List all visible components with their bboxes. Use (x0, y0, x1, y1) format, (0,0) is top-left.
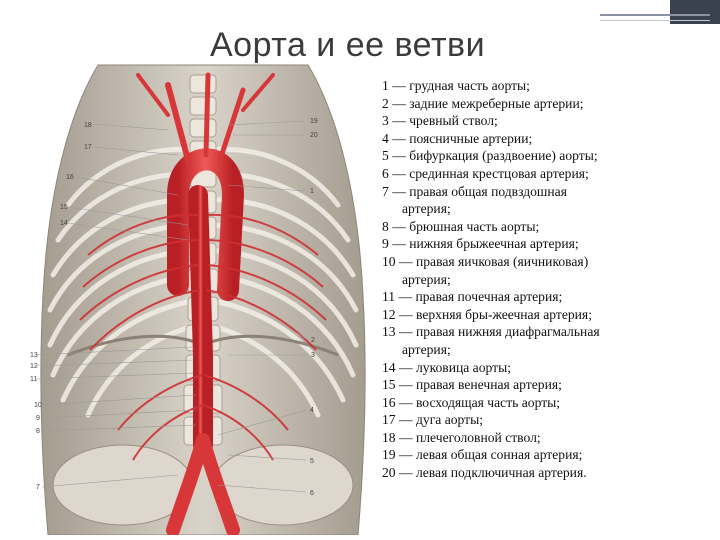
decorative-rule-thin (600, 20, 710, 21)
callout-7: 7 (36, 484, 40, 491)
legend-item-5: 5 — бифуркация (раздвоение) аорты; (382, 148, 598, 164)
callout-15: 15 (60, 204, 68, 211)
callout-2: 2 (311, 337, 315, 344)
callout-3: 3 (311, 352, 315, 359)
callout-10: 10 (34, 402, 42, 409)
callout-4: 4 (310, 407, 314, 414)
callout-18: 18 (84, 122, 92, 129)
callout-5: 5 (310, 458, 314, 465)
callout-19: 19 (310, 118, 318, 125)
callout-13: 13 (30, 352, 38, 359)
legend-list: 1 — грудная часть аорты; 2 — задние межр… (382, 77, 712, 482)
aorta-illustration: 18 17 16 15 14 13 12 11 10 9 8 7 19 20 1… (30, 64, 366, 535)
left-callouts: 18 17 16 15 14 13 12 11 10 9 8 7 (30, 122, 92, 491)
legend-item-16: 16 — восходящая часть аорты; (382, 394, 561, 410)
legend-item-20: 20 — левая подключичная артерия. (382, 465, 587, 481)
slide-title: Аорта и ее ветви (210, 26, 486, 64)
legend-item-14: 14 — луковица аорты; (382, 359, 511, 375)
callout-14: 14 (60, 220, 68, 227)
legend-item-11: 11 — правая почечная артерия; (382, 289, 563, 305)
legend-item-6: 6 — срединная крестцовая артерия; (382, 165, 589, 181)
legend-item-19: 19 — левая общая сонная артерия; (382, 447, 583, 463)
callout-6: 6 (310, 490, 314, 497)
callout-8: 8 (36, 428, 40, 435)
callout-9: 9 (36, 415, 40, 422)
legend-item-15: 15 — правая венечная артерия; (382, 377, 562, 393)
slide-top-bar (0, 0, 720, 14)
right-callouts: 19 20 1 2 3 4 5 6 (310, 118, 318, 497)
legend-item-1: 1 — грудная часть аорты; (382, 78, 530, 93)
decorative-rule (600, 14, 710, 16)
legend-item-17: 17 — дуга аорты; (382, 412, 484, 428)
legend-item-3: 3 — чревный ствол; (382, 113, 498, 129)
legend-item-18: 18 — плечеголовной ствол; (382, 429, 541, 445)
legend-item-10: 10 — правая яичковая (яичниковая)артерия… (382, 253, 589, 287)
legend-item-12: 12 — верхняя бры-жеечная артерия; (382, 306, 592, 322)
callout-16: 16 (66, 174, 74, 181)
callout-12: 12 (30, 363, 38, 370)
legend-item-9: 9 — нижняя брыжеечная артерия; (382, 236, 579, 252)
legend-item-8: 8 — брюшная часть аорты; (382, 218, 540, 234)
callout-20: 20 (310, 132, 318, 139)
callout-11: 11 (30, 376, 37, 383)
legend-item-4: 4 — поясничные артерии; (382, 130, 533, 146)
callout-17: 17 (84, 144, 92, 151)
legend-item-2: 2 — задние межреберные артерии; (382, 95, 584, 111)
callout-1: 1 (310, 188, 314, 195)
